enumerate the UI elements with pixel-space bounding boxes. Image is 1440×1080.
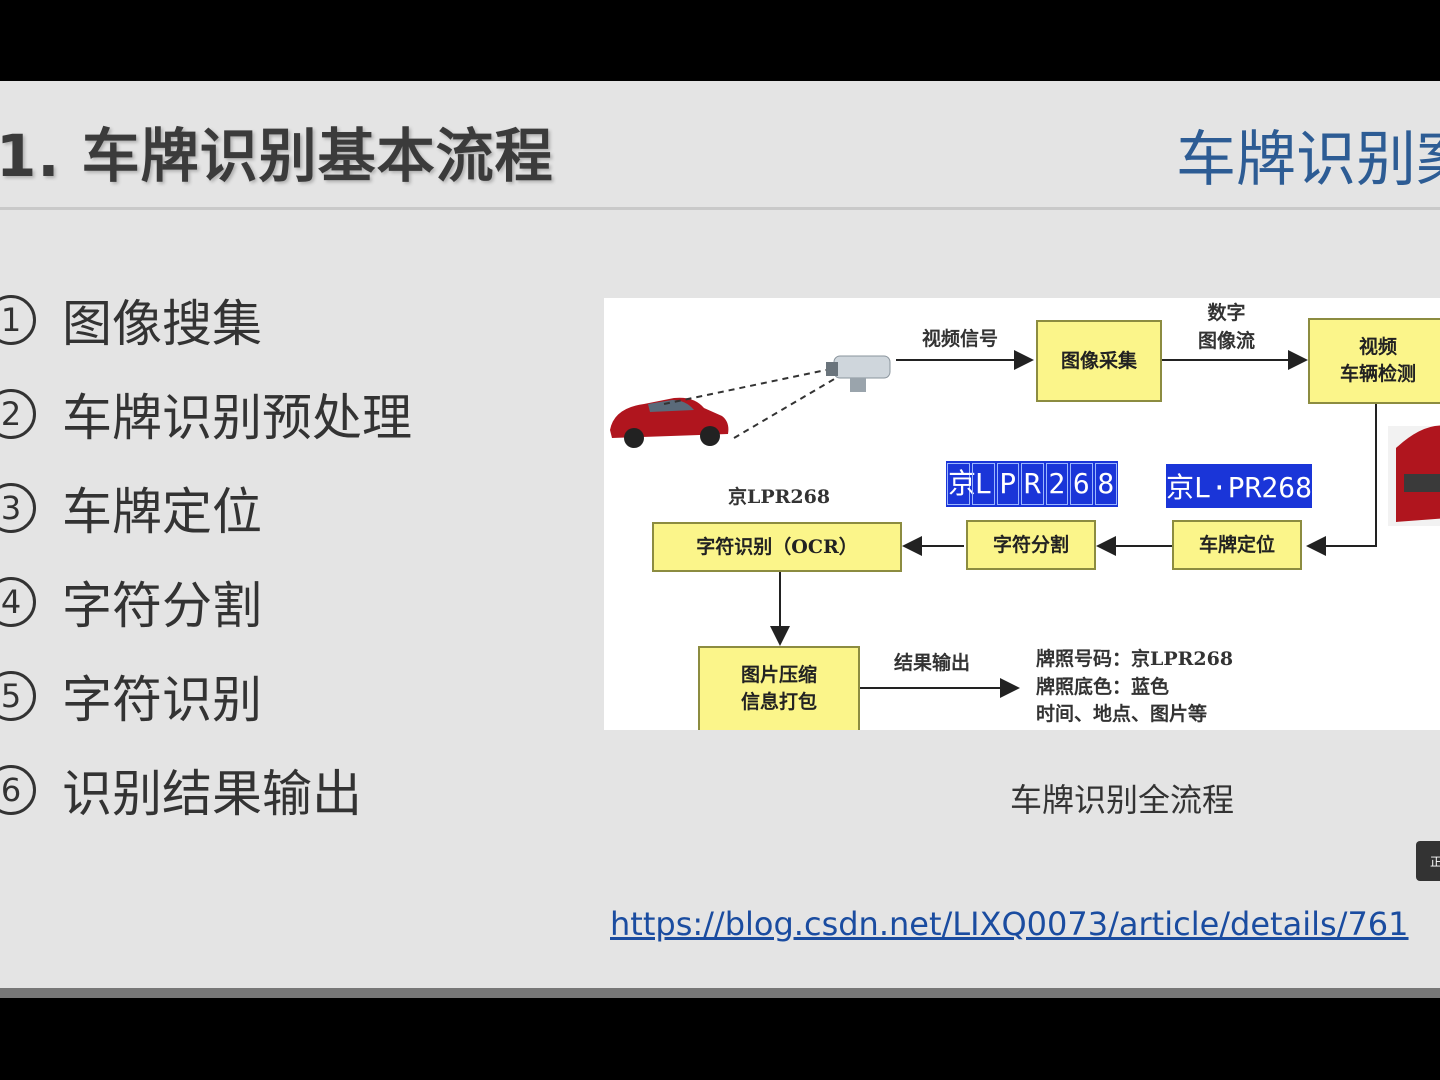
box-locate: 车牌定位 <box>1172 520 1302 570</box>
plate-char: 6 <box>1070 463 1093 505</box>
title-divider <box>0 207 1440 210</box>
box-segment: 字符分割 <box>966 520 1096 570</box>
label-digital-stream: 数字 图像流 <box>1198 300 1255 355</box>
output-info: 牌照号码：京LPR268 牌照底色：蓝色 时间、地点、图片等 <box>1036 646 1233 729</box>
circled-number: 1 <box>0 295 36 345</box>
step-label: 识别结果输出 <box>62 754 362 826</box>
figure-caption: 车牌识别全流程 <box>1010 775 1234 821</box>
circled-number: 4 <box>0 577 36 627</box>
plate-char: L <box>972 463 995 505</box>
circled-number: 5 <box>0 671 36 721</box>
slide: 1. 车牌识别基本流程 车牌识别案 1 图像搜集 2 车牌识别预处理 3 车牌定位 4… <box>0 81 1440 998</box>
plate-char: R <box>1021 463 1044 505</box>
step-label: 字符分割 <box>62 566 262 638</box>
plate-char: 8 <box>1095 463 1118 505</box>
box-compress: 图片压缩 信息打包 <box>698 646 860 730</box>
list-item: 4 字符分割 <box>0 555 412 649</box>
step-list: 1 图像搜集 2 车牌识别预处理 3 车牌定位 4 字符分割 5 字符识别 6 识别结果输出 <box>0 273 412 837</box>
list-item: 3 车牌定位 <box>0 461 412 555</box>
label-result-output: 结果输出 <box>894 650 970 678</box>
camera-icon <box>826 356 890 392</box>
source-link[interactable]: https://blog.csdn.net/LIXQ0073/article/d… <box>610 905 1409 943</box>
located-plate: 京L·PR268 <box>1166 464 1312 508</box>
flowchart-figure: 视频信号 图像采集 数字 图像流 视频 车辆检测 京LPR268 京 L P R… <box>604 298 1440 730</box>
box-capture: 图像采集 <box>1036 320 1162 402</box>
label-video-signal: 视频信号 <box>922 326 998 354</box>
car-photo <box>1388 425 1440 526</box>
circled-number: 6 <box>0 765 36 815</box>
step-label: 车牌识别预处理 <box>62 378 412 450</box>
step-label: 图像搜集 <box>62 284 262 356</box>
plate-char: P <box>997 463 1020 505</box>
circled-number: 2 <box>0 389 36 439</box>
step-label: 字符识别 <box>62 660 262 732</box>
list-item: 6 识别结果输出 <box>0 743 412 837</box>
corner-button[interactable]: 正 <box>1416 841 1440 881</box>
circled-number: 3 <box>0 483 36 533</box>
segmented-plate: 京 L P R 2 6 8 <box>946 461 1118 507</box>
box-vehicle-detect: 视频 车辆检测 <box>1308 318 1440 404</box>
step-label: 车牌定位 <box>62 472 262 544</box>
list-item: 1 图像搜集 <box>0 273 412 367</box>
list-item: 2 车牌识别预处理 <box>0 367 412 461</box>
car-icon <box>610 398 728 448</box>
taskbar-strip <box>0 988 1440 998</box>
list-item: 5 字符识别 <box>0 649 412 743</box>
slide-title: 1. 车牌识别基本流程 <box>0 109 554 193</box>
plate-char: 2 <box>1046 463 1069 505</box>
label-plate-text: 京LPR268 <box>728 484 830 512</box>
box-ocr: 字符识别（OCR） <box>652 522 902 572</box>
corner-button-label: 正 <box>1416 841 1440 870</box>
slide-title-right: 车牌识别案 <box>1176 111 1440 198</box>
plate-char: 京 <box>947 463 970 505</box>
